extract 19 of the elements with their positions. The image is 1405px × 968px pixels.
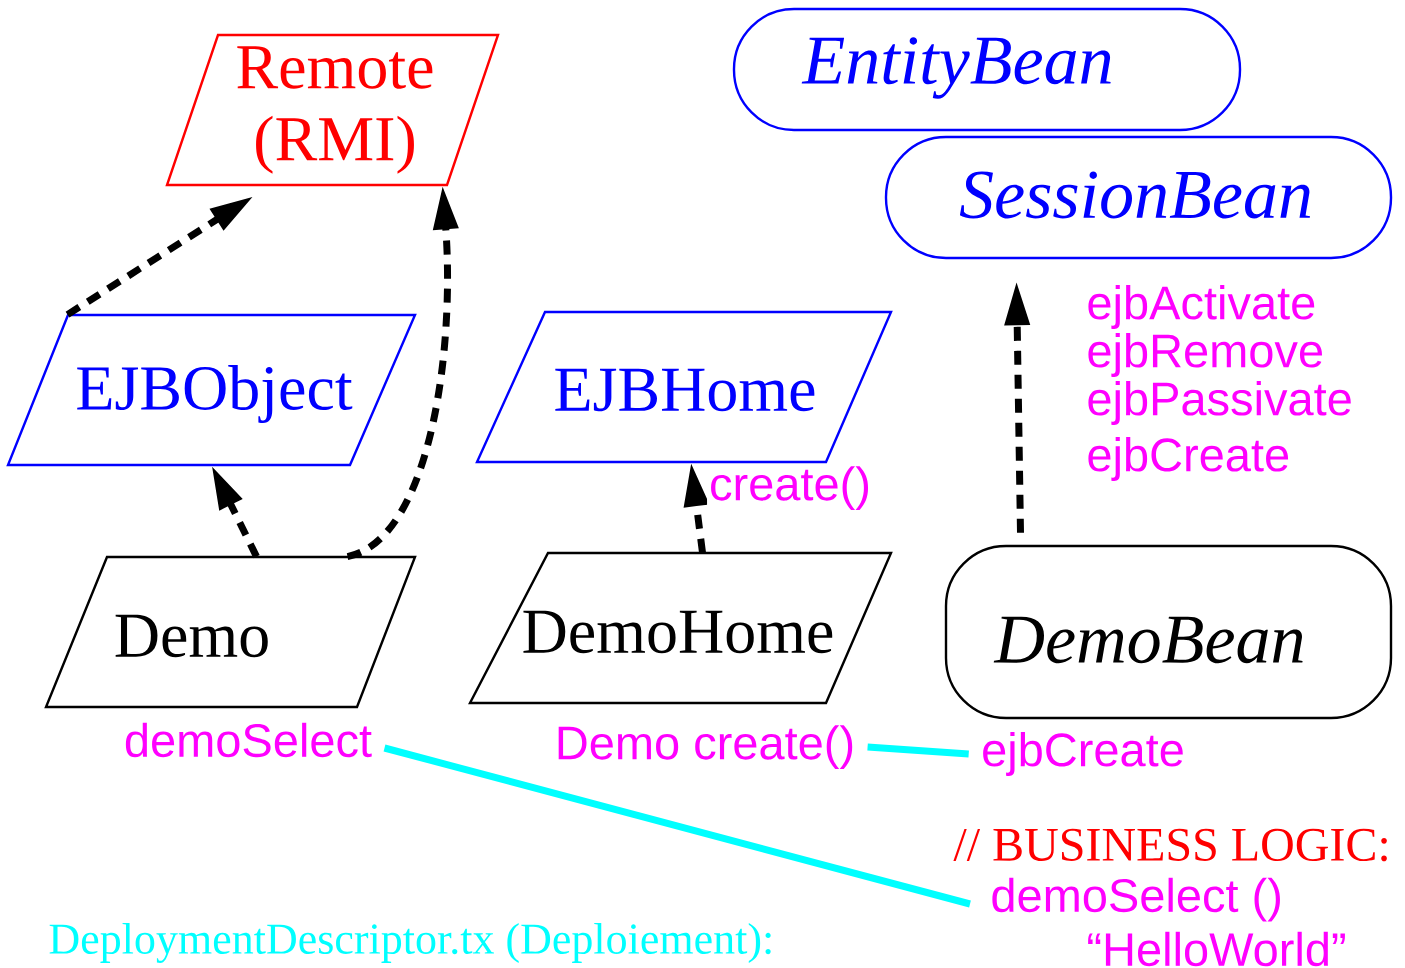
method-text: ejbPassivate — [1088, 381, 1351, 425]
rounded-box: SessionBean — [884, 135, 1393, 260]
parallelogram-box: EJBObject — [6, 313, 417, 467]
code-text: demoSelect () “HelloWorld” — [992, 877, 1345, 967]
method-text: ejbCreate — [1088, 437, 1289, 481]
method-text: ejbCreate — [983, 732, 1183, 776]
parallelogram-box: EJBHome — [475, 310, 893, 464]
comment-text: // BUSINESS LOGIC: — [953, 828, 1387, 862]
connector-line — [383, 744, 971, 908]
method-text: demoSelect — [125, 722, 372, 758]
rounded-box: EntityBean — [732, 7, 1242, 132]
rounded-box: DemoBean — [944, 544, 1393, 720]
parallelogram-box: Demo — [44, 555, 417, 709]
method-text: Demo create() — [558, 725, 853, 769]
heading-text: DeploymentDescriptor.tx (Deploiement): — [49, 923, 771, 963]
method-text: ejbRemove — [1088, 333, 1322, 377]
parallelogram-box: Remote (RMI) — [165, 33, 500, 187]
edge-label: create() — [707, 464, 873, 512]
parallelogram-box: DemoHome — [468, 551, 893, 705]
